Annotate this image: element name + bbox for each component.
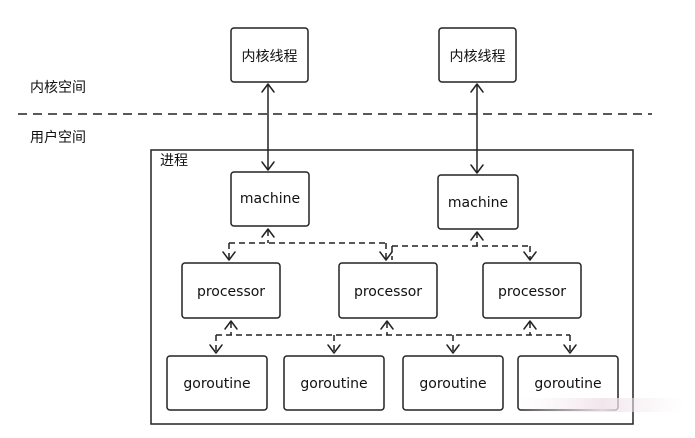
user-space-label: 用户空间 bbox=[30, 129, 86, 146]
processor-label: processor bbox=[498, 284, 566, 300]
processor-1: processor bbox=[181, 262, 281, 319]
process-label: 进程 bbox=[160, 153, 188, 169]
kthread-machine-arrow-1 bbox=[261, 83, 275, 171]
processor-label: processor bbox=[354, 284, 422, 300]
machine-2: machine bbox=[437, 174, 519, 230]
machine-label: machine bbox=[240, 191, 300, 207]
goroutine-3: goroutine bbox=[402, 355, 504, 411]
goroutine-label: goroutine bbox=[419, 376, 486, 392]
process-container bbox=[150, 149, 634, 425]
kernel-space-label: 内核空间 bbox=[30, 80, 86, 96]
processor-3: processor bbox=[482, 262, 582, 319]
kernel-thread-label: 内核线程 bbox=[242, 49, 298, 65]
goroutine-2: goroutine bbox=[283, 355, 385, 411]
watermark-smudge bbox=[520, 398, 685, 412]
goroutine-1: goroutine bbox=[166, 355, 268, 411]
goroutine-label: goroutine bbox=[300, 376, 367, 392]
machine-1: machine bbox=[230, 171, 310, 227]
kernel-thread-1: 内核线程 bbox=[230, 27, 309, 83]
processor-goroutine-links bbox=[209, 320, 577, 354]
goroutine-4: goroutine bbox=[517, 355, 619, 411]
kthread-machine-arrow-2 bbox=[470, 83, 484, 174]
processor-label: processor bbox=[197, 284, 265, 300]
goroutine-label: goroutine bbox=[534, 376, 601, 392]
machine-processor-links bbox=[222, 228, 537, 261]
machine-label: machine bbox=[448, 195, 508, 211]
goroutine-label: goroutine bbox=[183, 376, 250, 392]
processor-2: processor bbox=[338, 262, 438, 319]
kernel-thread-2: 内核线程 bbox=[438, 27, 517, 83]
kernel-thread-label: 内核线程 bbox=[450, 49, 506, 65]
